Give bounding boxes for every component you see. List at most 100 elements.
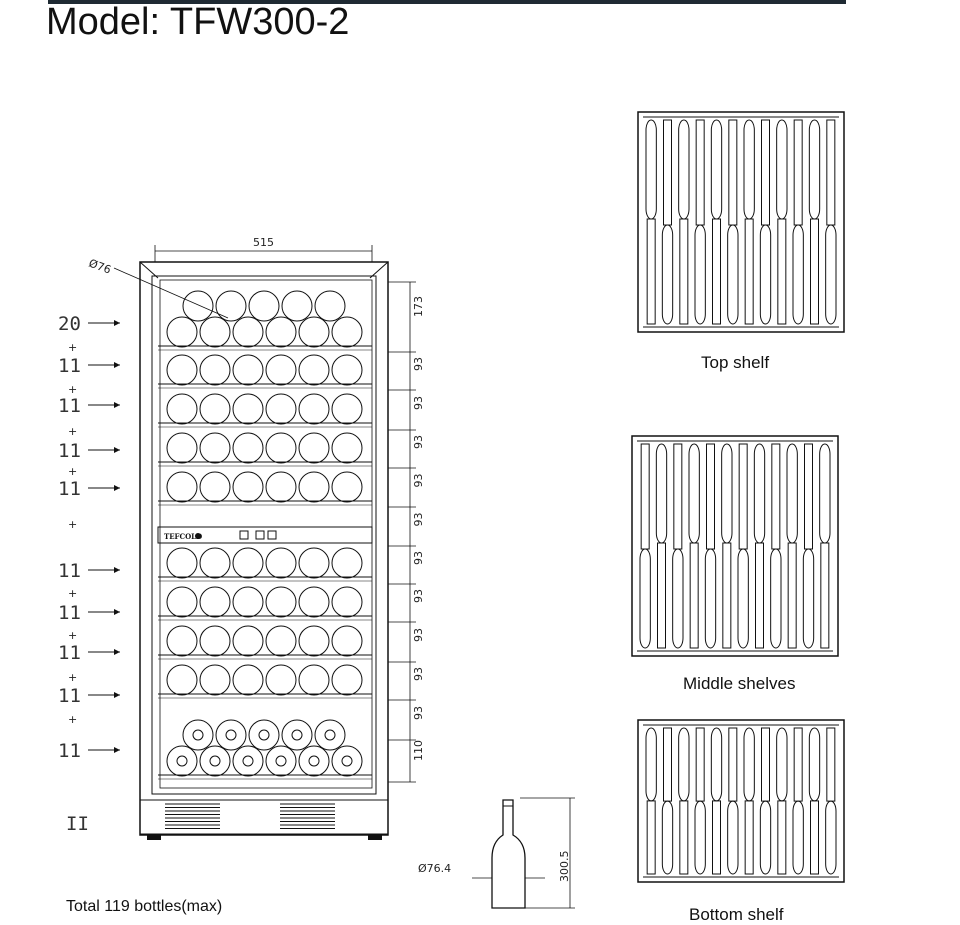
bottle-neck [192, 729, 204, 741]
bottle-neck [793, 119, 803, 226]
bottle-end [166, 586, 198, 618]
bottle-body [645, 727, 657, 802]
arrow-head-icon [114, 402, 120, 408]
shelf-height-label: 93 [412, 357, 425, 371]
shelf-height-label: 93 [412, 589, 425, 603]
bottle-neck [646, 218, 656, 325]
bottle-neck [712, 800, 721, 875]
shelf-count-label: 11 [58, 395, 81, 417]
bottle-neck [324, 729, 336, 741]
bottle-neck [689, 542, 699, 649]
bottle-end [199, 547, 231, 579]
bottle-end [281, 290, 313, 322]
bottle-neck [695, 727, 705, 802]
bottle-neck [679, 218, 689, 325]
bottle-body [727, 224, 739, 325]
bottle-end [232, 393, 264, 425]
bottle-body [819, 443, 831, 544]
width-dimension: 515 [154, 236, 373, 262]
shelf-height-label: 93 [412, 396, 425, 410]
bottle-neck [787, 542, 797, 649]
bottle-neck [673, 443, 683, 550]
bottle-end [265, 393, 297, 425]
bottle-end [166, 432, 198, 464]
bottom-shelf-caption: Bottom shelf [689, 905, 784, 924]
page-title: Model: TFW300-2 [46, 1, 350, 43]
bottle-neck [793, 727, 803, 802]
bottle-neck [646, 800, 656, 875]
plus-sign: + [68, 383, 77, 396]
vent-grilles [165, 803, 335, 829]
brand-label: TEFCOLD [164, 532, 202, 541]
bottle-end [199, 432, 231, 464]
shelf-height-label: 93 [412, 628, 425, 642]
bottle-end [232, 745, 264, 777]
top-shelf-drawing [637, 111, 845, 333]
bottle-body [808, 727, 821, 802]
bottle-end [314, 290, 346, 322]
bottle-diameter-label: Ø76.4 [418, 862, 451, 875]
bottle-end [199, 745, 231, 777]
bottle-neck [744, 800, 754, 875]
bottle-body [737, 548, 749, 649]
bottle-neck [706, 443, 715, 550]
bottle-neck [820, 542, 830, 649]
shelf-height-label: 93 [412, 513, 425, 527]
bottle-end [281, 719, 313, 751]
bottle-neck [663, 727, 672, 802]
bottle-end [232, 316, 264, 348]
shelf-count-label: 11 [58, 740, 81, 762]
bottle-neck [728, 119, 738, 226]
top-shelf-caption: Top shelf [701, 353, 770, 372]
bottle-end [265, 354, 297, 386]
cabinet-outline [139, 261, 389, 836]
bottle-end [248, 719, 280, 751]
bottle-end [331, 625, 363, 657]
bottle-body [704, 548, 717, 649]
shelf-count-label: 20 [58, 313, 81, 335]
bottle-end [248, 290, 280, 322]
arrow-head-icon [114, 649, 120, 655]
bottle-neck [242, 755, 254, 767]
bottle-body [710, 119, 723, 220]
bottle-end [232, 664, 264, 696]
bottle-end [265, 664, 297, 696]
bottle-body [825, 800, 837, 875]
plus-sign: + [68, 518, 77, 531]
bottle-end [331, 471, 363, 503]
bottle-neck [810, 218, 819, 325]
bottle-body [672, 548, 684, 649]
bottle-end [265, 547, 297, 579]
bottle-body [655, 443, 668, 544]
bottle-body [753, 443, 766, 544]
shelf-height-label: 93 [412, 706, 425, 720]
bottle-end [298, 471, 330, 503]
shelf-height-label: 93 [412, 474, 425, 488]
bottle-end [166, 316, 198, 348]
bottle-neck [695, 119, 705, 226]
bottle-end [182, 290, 214, 322]
shelf-height-label: 173 [412, 296, 425, 317]
shelf-count-label: 11 [58, 355, 81, 377]
bottle-end [265, 471, 297, 503]
display-icon [239, 530, 249, 540]
bottle-end [166, 547, 198, 579]
bottle-end [265, 625, 297, 657]
bottle-neck [209, 755, 221, 767]
roman-mark: II [66, 813, 89, 835]
shelf-height-label: 93 [412, 551, 425, 565]
bottle-end [314, 719, 346, 751]
cabinet-front: TEFCOLD [139, 261, 389, 840]
bottle-end [232, 354, 264, 386]
bottle-end [331, 316, 363, 348]
bottle-end [199, 586, 231, 618]
bottle-end [182, 719, 214, 751]
total-bottles-label: Total 119 bottles(max) [66, 898, 223, 915]
bottle-neck [341, 755, 353, 767]
bottle-end [331, 393, 363, 425]
bottle-end [331, 432, 363, 464]
bottle-body [786, 443, 798, 544]
bottle-body [770, 548, 782, 649]
